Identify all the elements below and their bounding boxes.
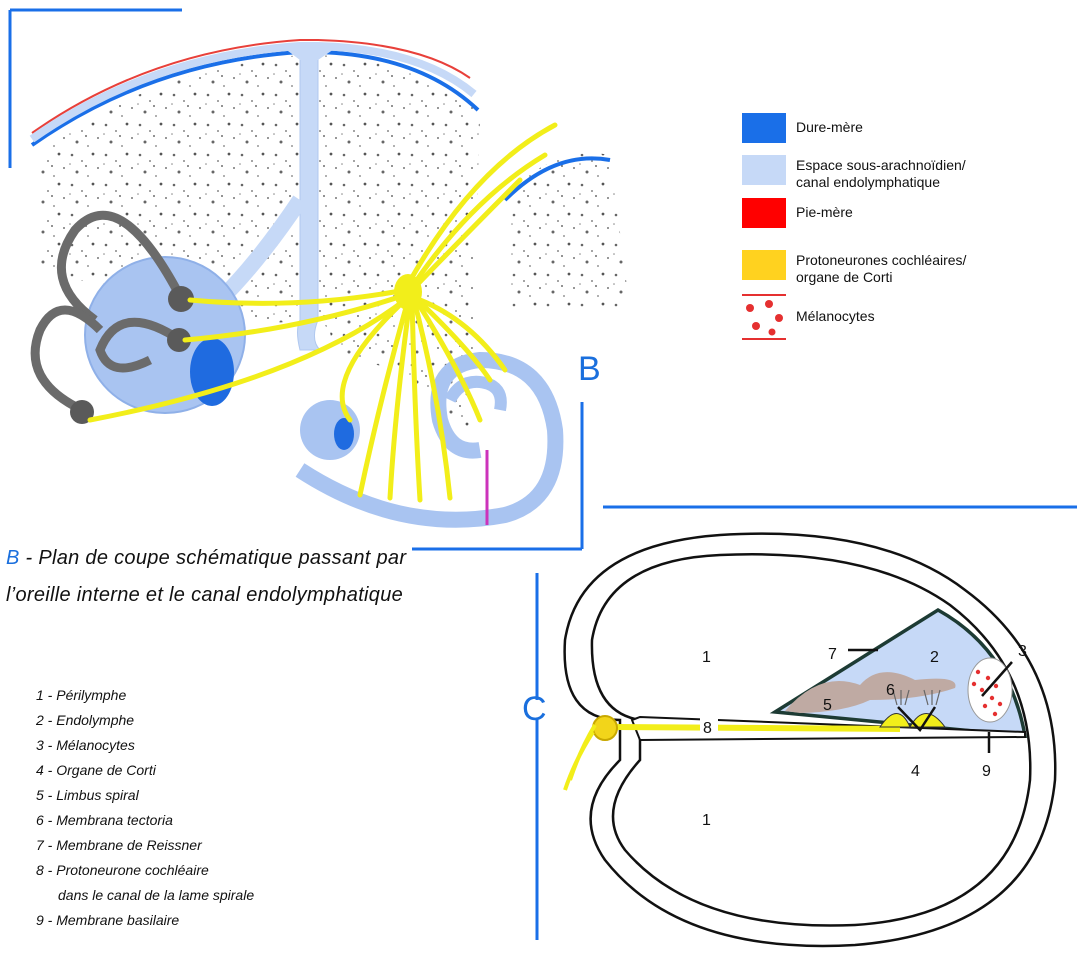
key-item: 8 - Protoneurone cochléaire [36, 858, 254, 883]
protoneurone-fiber [615, 727, 900, 729]
legend-swatch-pia [742, 198, 786, 228]
inner-ear-diagram [32, 40, 630, 525]
legend-swatch-subarachnoid [742, 155, 786, 185]
afferent-fibers [565, 725, 595, 790]
label-perilymph-top: 1 [702, 649, 711, 666]
bone-far-right [510, 153, 630, 310]
key-item: 1 - Périlymphe [36, 683, 254, 708]
spiral-ganglion [394, 274, 422, 310]
legend-swatch-dura [742, 113, 786, 143]
legend-label: Mélanocytes [796, 308, 875, 325]
legend-item-melanocytes: Mélanocytes [742, 294, 875, 340]
caption-letter: B [6, 547, 20, 569]
label-corti: 4 [911, 763, 920, 780]
legend-swatch-melanocytes [742, 294, 786, 340]
label-basilar: 9 [982, 763, 991, 780]
key-item: 3 - Mélanocytes [36, 733, 254, 758]
legend-item-subarachnoid: Espace sous-arachnoïdien/ canal endolymp… [742, 155, 966, 191]
legend-item-protoneurons: Protoneurones cochléaires/ organe de Cor… [742, 250, 966, 286]
label-reissner: 7 [828, 646, 837, 663]
cochlear-duct-diagram: 1 1 2 3 4 5 6 7 8 9 [565, 534, 1056, 946]
ganglion-cell [593, 716, 617, 740]
panel-letter-c: C [522, 690, 547, 729]
legend-label: Protoneurones cochléaires/ organe de Cor… [796, 252, 966, 286]
label-protoneurone: 8 [703, 720, 712, 737]
label-melanocytes: 3 [1018, 643, 1027, 660]
legend-swatch-protoneurons [742, 250, 786, 280]
label-limbus: 5 [823, 697, 832, 714]
legend-label: Pie-mère [796, 204, 853, 221]
key-item: 7 - Membrane de Reissner [36, 833, 254, 858]
label-perilymph-bottom: 1 [702, 812, 711, 829]
label-tectoria: 6 [886, 682, 895, 699]
panel-letter-b: B [578, 350, 601, 389]
numbered-key: 1 - Périlymphe 2 - Endolymphe 3 - Mélano… [36, 683, 254, 933]
panel-b-caption: B - Plan de coupe schématique passant pa… [6, 540, 416, 614]
key-item: 4 - Organe de Corti [36, 758, 254, 783]
key-item: 5 - Limbus spiral [36, 783, 254, 808]
key-item: 6 - Membrana tectoria [36, 808, 254, 833]
legend-item-dura: Dure-mère [742, 113, 863, 143]
legend-label: Espace sous-arachnoïdien/ canal endolymp… [796, 157, 966, 191]
caption-text: - Plan de coupe schématique passant par … [6, 547, 406, 606]
key-item: 9 - Membrane basilaire [36, 908, 254, 933]
legend-label: Dure-mère [796, 119, 863, 136]
key-item-continuation: dans le canal de la lame spirale [36, 883, 254, 908]
label-endolymph: 2 [930, 649, 939, 666]
legend-item-pia: Pie-mère [742, 198, 853, 228]
sac-lower-core [334, 418, 354, 450]
key-item: 2 - Endolymphe [36, 708, 254, 733]
